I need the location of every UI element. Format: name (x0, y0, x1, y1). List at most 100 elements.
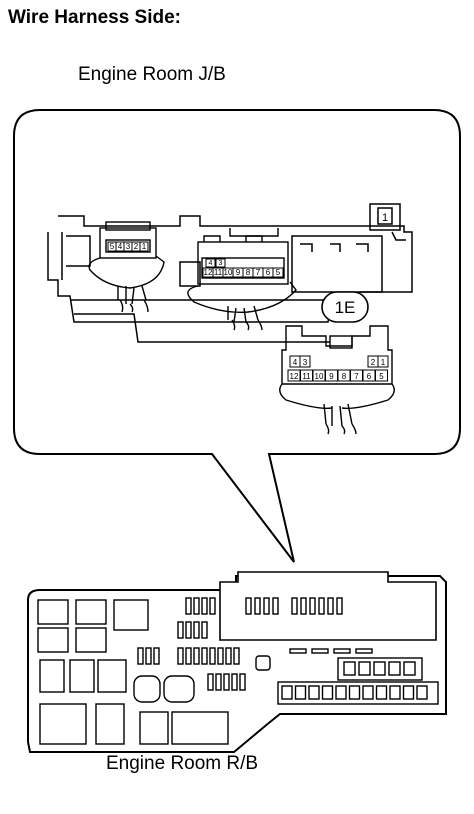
relay-round-socket (163, 675, 195, 703)
pin-mid-3-label: 3 (219, 260, 223, 267)
fuse-slot (185, 621, 192, 639)
fuse-slot (193, 621, 200, 639)
pin-mid-8-label: 8 (246, 268, 251, 277)
fuse-cell (416, 685, 428, 700)
pin-mid-4-cell (205, 258, 216, 268)
fuse-bar (355, 648, 373, 654)
fuse-slot (239, 673, 246, 691)
pin-left-2-label: 2 (134, 242, 139, 251)
relay-box (75, 599, 107, 625)
pin-left-1-cell (139, 241, 149, 252)
relay-box (75, 627, 107, 653)
pin-1E-5-cell (375, 369, 388, 382)
fuse-cell (373, 661, 386, 676)
fuse-slot (177, 621, 184, 639)
fuse-slot (309, 597, 316, 615)
fuse-slot (153, 647, 160, 665)
pin-1E-11-label: 11 (302, 372, 311, 381)
pin-mid-10-label: 10 (224, 268, 233, 277)
relay-box (37, 599, 69, 625)
pin-left-1-label: 1 (142, 242, 147, 251)
fuse-slot (137, 647, 144, 665)
fuse-cell (358, 661, 371, 676)
fuse-bar (289, 648, 307, 654)
fuse-cell (403, 661, 416, 676)
connector-middle (187, 228, 297, 331)
pin-left-3-label: 3 (126, 242, 131, 251)
terminal-box-number: 1 (382, 212, 388, 224)
pin-1E-5-label: 5 (379, 372, 384, 381)
fuse-slot (145, 647, 152, 665)
fuse-cell (335, 685, 347, 700)
relay-box (97, 659, 127, 693)
connector-code-badge: 1E (321, 291, 369, 323)
pin-1E-1-cell (377, 355, 389, 368)
relay-box (171, 711, 229, 745)
fuse-slot (263, 597, 270, 615)
fuse-slot (185, 647, 192, 665)
fuse-slot (272, 597, 279, 615)
fuse-slot (225, 647, 232, 665)
engine-room-rb-label: Engine Room R/B (106, 753, 259, 774)
fuse-slot (209, 597, 216, 615)
pin-1E-2-label: 2 (371, 358, 376, 367)
pin-mid-6-label: 6 (266, 268, 271, 277)
connector-code-text: 1E (335, 298, 356, 317)
pin-mid-12-label: 12 (204, 268, 213, 277)
fuse-slot (300, 597, 307, 615)
relay-box (37, 627, 69, 653)
pin-left-4-label: 4 (118, 242, 123, 251)
pin-mid-9-label: 9 (236, 268, 241, 277)
pin-mid-3-cell (215, 258, 226, 268)
fuse-slot (291, 597, 298, 615)
fuse-cell (389, 685, 401, 700)
pin-mid-4-label: 4 (209, 260, 213, 267)
fuse-cell (281, 685, 293, 700)
fuse-slot (201, 647, 208, 665)
pin-1E-3-label: 3 (303, 358, 308, 367)
fuse-bar (311, 648, 329, 654)
fuse-slot (177, 647, 184, 665)
fuse-slot (217, 647, 224, 665)
fuse-slot (318, 597, 325, 615)
fuse-slot (233, 647, 240, 665)
fuse-slot (209, 647, 216, 665)
fuse-slot (185, 597, 192, 615)
fuse-cell (402, 685, 415, 700)
fuse-slot (223, 673, 230, 691)
page-heading: Wire Harness Side: (8, 7, 182, 28)
pin-1E-8-label: 8 (342, 372, 347, 381)
relay-box (39, 659, 65, 693)
pin-1E-10-label: 10 (315, 372, 324, 381)
fuse-slot (193, 597, 200, 615)
fuse-slot (254, 597, 261, 615)
fuse-slot (201, 597, 208, 615)
relay-block-parts (37, 597, 439, 745)
fuse-slot (231, 673, 238, 691)
fuse-slot (336, 597, 343, 615)
fuse-cell (388, 661, 401, 676)
fuse-bar (333, 648, 351, 654)
fuse-slot (207, 673, 214, 691)
relay-block-outline (27, 575, 447, 753)
fuse-row-frame (337, 657, 423, 681)
fuse-slot (215, 673, 222, 691)
relay-box (39, 703, 87, 745)
pin-1E-9-label: 9 (329, 372, 334, 381)
relay-box (113, 599, 149, 631)
fuse-cell (348, 685, 361, 700)
fuse-cell (294, 685, 307, 700)
fuse-cell (308, 685, 320, 700)
pin-1E-7-label: 7 (354, 372, 359, 381)
fuse-slot (201, 621, 208, 639)
connector-1E (279, 325, 395, 435)
fuse-slot (327, 597, 334, 615)
fuse-slot (193, 647, 200, 665)
engine-room-jb-label: Engine Room J/B (78, 64, 226, 85)
fuse-cell (362, 685, 374, 700)
relay-round-socket (133, 675, 161, 703)
